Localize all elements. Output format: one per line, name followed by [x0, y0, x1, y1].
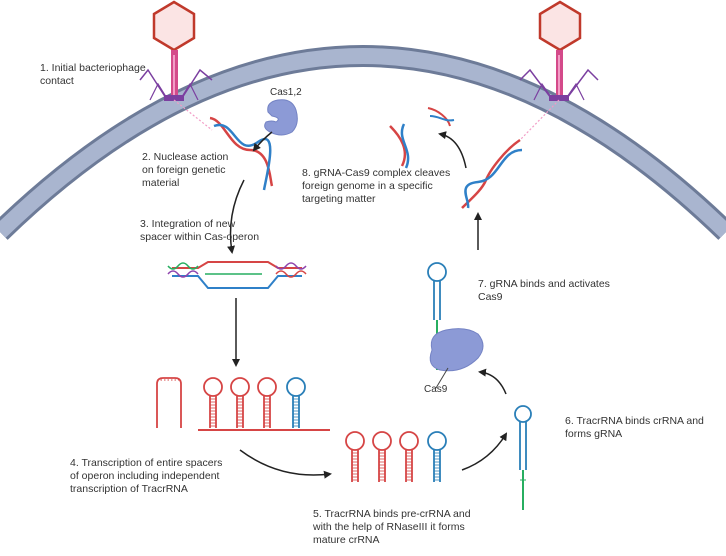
foreign-dna-helix [209, 116, 274, 191]
mature-tracrrna-hairpin [427, 431, 447, 482]
target-dna-helix [461, 138, 523, 209]
cas9-label: Cas9 [424, 384, 448, 395]
pre-crrna-transcript [156, 377, 330, 431]
arrow-step5-to-step6 [461, 432, 508, 471]
mature-crrna-hairpin [345, 431, 365, 482]
cas12-protein [264, 99, 298, 136]
arrow-cas-to-dna [252, 131, 273, 152]
grna-cas9-complex [427, 262, 484, 372]
cas12-label: Cas1,2 [270, 87, 302, 98]
arrow-step4-to-step5 [239, 449, 332, 479]
step-2-label: 2. Nuclease action on foreign genetic ma… [142, 151, 229, 189]
cas9-protein [429, 328, 484, 372]
mature-crrna-hairpin [372, 431, 392, 482]
bacteriophage-left [139, 0, 213, 131]
cleaved-dna-fragments [389, 107, 455, 169]
crrna-hairpin [257, 377, 277, 428]
step-6-label: 6. TracrRNA binds crRNA and forms gRNA [565, 415, 704, 440]
step-3-label: 3. Integration of new spacer within Cas-… [140, 218, 260, 243]
cell-membrane-inner [0, 48, 726, 238]
step-1-label: 1. Initial bacteriophage contact [40, 62, 146, 87]
crrna-hairpin [203, 377, 223, 428]
bacteriophage-right [519, 0, 599, 141]
step-5-label: 5. TracrRNA binds pre-crRNA and with the… [313, 508, 471, 546]
mature-crrna [345, 431, 447, 482]
arrow-step6-to-step7 [478, 368, 507, 395]
cas-operon-integration [167, 261, 307, 289]
mature-crrna-hairpin [399, 431, 419, 482]
step-7-label: 7. gRNA binds and activates Cas9 [478, 278, 610, 303]
tracrrna-hairpin [286, 377, 306, 428]
arrow-cleavage [438, 131, 467, 169]
cas9-pointer [435, 367, 449, 389]
arrow-step2-to-step3 [227, 179, 245, 254]
step-4-label: 4. Transcription of entire spacers of op… [70, 457, 223, 495]
grna-step6 [514, 405, 532, 510]
crrna-hairpin [230, 377, 250, 428]
step-8-label: 8. gRNA-Cas9 complex cleaves foreign gen… [302, 167, 451, 205]
